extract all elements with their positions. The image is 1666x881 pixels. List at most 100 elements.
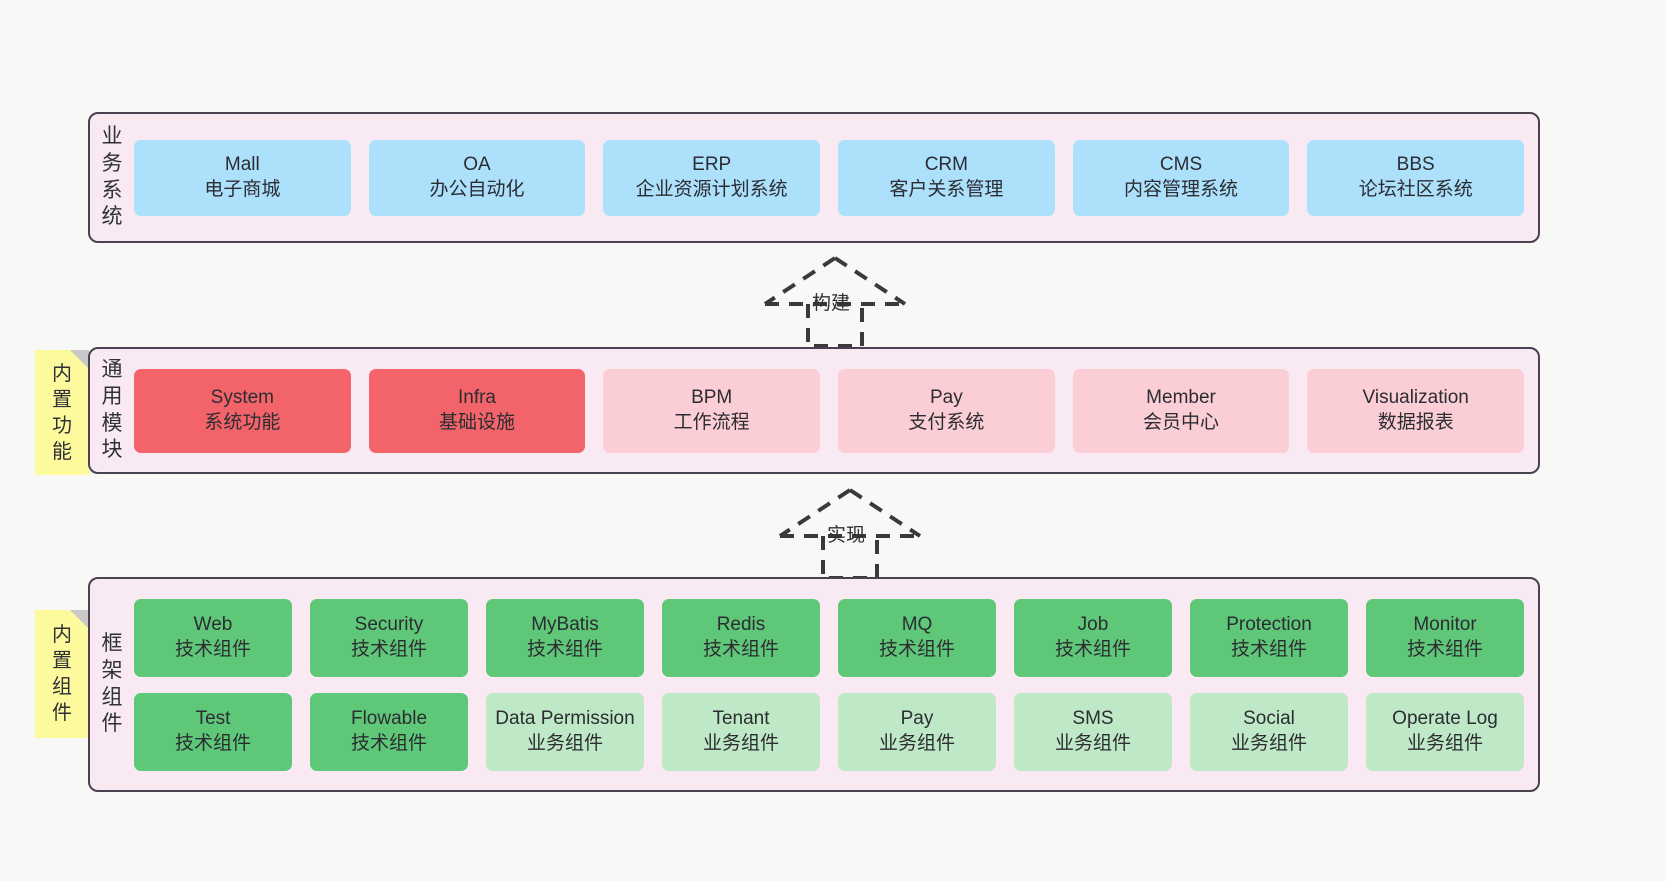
card-sms[interactable]: SMS 业务组件 bbox=[1014, 692, 1172, 771]
card-title-cn: 技术组件 bbox=[1230, 638, 1307, 660]
card-title-cn: 内容管理系统 bbox=[1124, 178, 1239, 200]
card-title-en: Infra bbox=[457, 386, 497, 408]
card-title-en: Tenant bbox=[712, 707, 770, 729]
card-title-en: System bbox=[210, 386, 275, 408]
card-bpm[interactable]: BPM 工作流程 bbox=[603, 368, 821, 453]
card-title-cn: 业务组件 bbox=[878, 732, 955, 754]
layer-label-char: 用 bbox=[101, 384, 123, 408]
card-monitor[interactable]: Monitor 技术组件 bbox=[1366, 598, 1524, 677]
card-title-cn: 技术组件 bbox=[526, 638, 603, 660]
card-title-cn: 业务组件 bbox=[1406, 732, 1483, 754]
card-title-cn: 支付系统 bbox=[908, 411, 985, 433]
layer-label-char: 务 bbox=[101, 151, 123, 175]
layer-body-modules: System 系统功能 Infra 基础设施 BPM 工作流程 Pay 支付系统… bbox=[134, 349, 1538, 472]
card-title-cn: 技术组件 bbox=[1406, 638, 1483, 660]
card-flowable[interactable]: Flowable 技术组件 bbox=[310, 692, 468, 771]
card-crm[interactable]: CRM 客户关系管理 bbox=[838, 139, 1055, 216]
layer-label-char: 业 bbox=[101, 124, 123, 148]
card-system[interactable]: System 系统功能 bbox=[134, 368, 351, 453]
card-cms[interactable]: CMS 内容管理系统 bbox=[1072, 139, 1290, 216]
card-title-cn: 企业资源计划系统 bbox=[635, 178, 788, 200]
card-operate-log[interactable]: Operate Log 业务组件 bbox=[1366, 692, 1524, 771]
layer-label-char: 组 bbox=[101, 685, 123, 709]
note-char: 功 bbox=[52, 414, 72, 437]
card-row: System 系统功能 Infra 基础设施 BPM 工作流程 Pay 支付系统… bbox=[134, 368, 1525, 453]
card-title-cn: 技术组件 bbox=[1054, 638, 1131, 660]
card-row: Test 技术组件 Flowable 技术组件 Data Permission … bbox=[134, 692, 1524, 771]
note-char: 置 bbox=[52, 388, 72, 411]
layer-label-modules: 通 用 模 块 bbox=[90, 349, 134, 472]
note-char: 组 bbox=[52, 676, 72, 698]
card-data-permission[interactable]: Data Permission 业务组件 bbox=[486, 692, 644, 771]
card-title-en: MQ bbox=[901, 613, 933, 635]
card-title-en: OA bbox=[463, 153, 491, 175]
card-title-cn: 技术组件 bbox=[350, 732, 427, 754]
card-title-cn: 数据报表 bbox=[1377, 411, 1454, 433]
card-title-en: Social bbox=[1243, 707, 1295, 729]
layer-label-char: 块 bbox=[101, 438, 123, 462]
note-char: 内 bbox=[52, 624, 72, 646]
card-title-en: Security bbox=[354, 613, 424, 635]
card-bbs[interactable]: BBS 论坛社区系统 bbox=[1307, 139, 1525, 216]
card-mall[interactable]: Mall 电子商城 bbox=[134, 139, 351, 216]
card-test[interactable]: Test 技术组件 bbox=[134, 692, 292, 771]
card-title-en: Mall bbox=[224, 153, 260, 175]
card-title-en: Test bbox=[195, 707, 231, 729]
card-web[interactable]: Web 技术组件 bbox=[134, 598, 292, 677]
card-visualization[interactable]: Visualization 数据报表 bbox=[1307, 368, 1525, 453]
card-title-en: BPM bbox=[691, 386, 733, 408]
card-erp[interactable]: ERP 企业资源计划系统 bbox=[603, 139, 821, 216]
card-title-en: Member bbox=[1146, 386, 1216, 408]
card-title-en: Visualization bbox=[1362, 386, 1469, 408]
card-member[interactable]: Member 会员中心 bbox=[1072, 368, 1290, 453]
card-title-cn: 业务组件 bbox=[702, 732, 779, 754]
card-title-cn: 业务组件 bbox=[526, 732, 603, 754]
card-mybatis[interactable]: MyBatis 技术组件 bbox=[486, 598, 644, 677]
card-title-cn: 技术组件 bbox=[174, 638, 251, 660]
card-title-cn: 工作流程 bbox=[673, 411, 750, 433]
layer-label-char: 框 bbox=[101, 631, 123, 655]
layer-panel-business: 业 务 系 统 Mall 电子商城 OA 办公自动化 ERP 企业资源计划系统 bbox=[88, 112, 1540, 243]
layer-label-char: 模 bbox=[101, 411, 123, 435]
card-title-cn: 会员中心 bbox=[1143, 411, 1220, 433]
card-title-en: Operate Log bbox=[1392, 707, 1498, 729]
card-row: Mall 电子商城 OA 办公自动化 ERP 企业资源计划系统 CRM 客户关系… bbox=[134, 139, 1525, 216]
note-fold-icon bbox=[70, 610, 89, 629]
card-title-cn: 客户关系管理 bbox=[889, 178, 1004, 200]
layer-label-business: 业 务 系 统 bbox=[90, 114, 134, 241]
note-char: 件 bbox=[52, 702, 72, 724]
card-social[interactable]: Social 业务组件 bbox=[1190, 692, 1348, 771]
card-protection[interactable]: Protection 技术组件 bbox=[1190, 598, 1348, 677]
card-title-cn: 业务组件 bbox=[1054, 732, 1131, 754]
card-title-cn: 业务组件 bbox=[1230, 732, 1307, 754]
card-pay-module[interactable]: Pay 支付系统 bbox=[838, 368, 1055, 453]
card-title-en: Pay bbox=[929, 386, 963, 408]
card-title-en: CMS bbox=[1159, 153, 1203, 175]
card-oa[interactable]: OA 办公自动化 bbox=[368, 139, 586, 216]
card-title-en: ERP bbox=[692, 153, 732, 175]
card-title-cn: 论坛社区系统 bbox=[1358, 178, 1473, 200]
connector-label-build: 构建 bbox=[812, 293, 851, 314]
card-tenant[interactable]: Tenant 业务组件 bbox=[662, 692, 820, 771]
card-redis[interactable]: Redis 技术组件 bbox=[662, 598, 820, 677]
note-builtin-components: 内 置 组 件 bbox=[35, 610, 89, 738]
card-title-cn: 技术组件 bbox=[174, 732, 251, 754]
note-builtin-features: 内 置 功 能 bbox=[35, 350, 89, 475]
card-title-cn: 办公自动化 bbox=[429, 178, 525, 200]
card-security[interactable]: Security 技术组件 bbox=[310, 598, 468, 677]
card-mq[interactable]: MQ 技术组件 bbox=[838, 598, 996, 677]
card-title-en: MyBatis bbox=[531, 613, 599, 635]
card-pay-component[interactable]: Pay 业务组件 bbox=[838, 692, 996, 771]
note-char: 能 bbox=[52, 440, 72, 463]
card-title-cn: 基础设施 bbox=[439, 411, 516, 433]
card-job[interactable]: Job 技术组件 bbox=[1014, 598, 1172, 677]
card-title-en: BBS bbox=[1396, 153, 1435, 175]
layer-label-framework: 框 架 组 件 bbox=[90, 579, 134, 790]
card-title-en: Redis bbox=[716, 613, 766, 635]
card-infra[interactable]: Infra 基础设施 bbox=[368, 368, 586, 453]
layer-label-char: 统 bbox=[101, 205, 123, 229]
card-title-en: Job bbox=[1077, 613, 1109, 635]
card-title-cn: 电子商城 bbox=[204, 178, 281, 200]
note-fold-icon bbox=[70, 350, 89, 369]
